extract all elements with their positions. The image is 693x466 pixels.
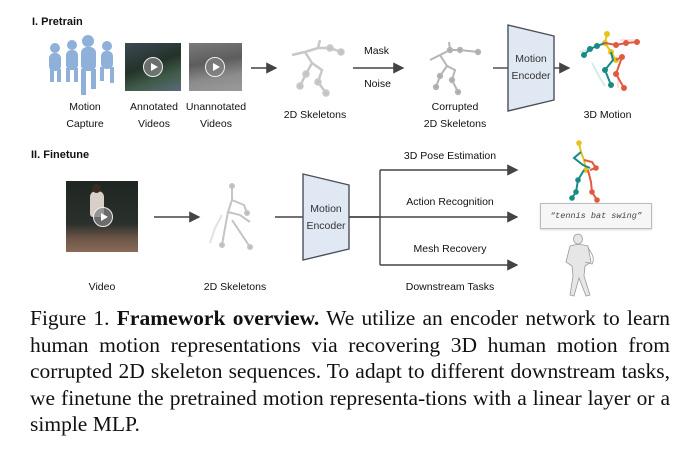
motion-encoder-pretrain-shape (507, 24, 555, 112)
label-line: Motion (515, 53, 547, 65)
downstream-tasks-label: Downstream Tasks (405, 281, 495, 293)
framework-diagram (49, 24, 640, 297)
label-line: Encoder (511, 70, 551, 82)
noise-label: Noise (364, 78, 391, 90)
tennis-video-thumbnail[interactable] (66, 181, 138, 252)
annotated-video-thumbnail[interactable] (125, 43, 181, 91)
unannotated-videos-label: Unannotated Videos (183, 99, 249, 133)
label-line: Videos (138, 118, 170, 130)
skeleton-2d-finetune (209, 183, 253, 250)
unannotated-video-thumbnail[interactable] (189, 43, 242, 91)
video-label: Video (88, 281, 116, 293)
motion-encoder-finetune-label: Motion Encoder (301, 201, 351, 235)
3d-motion-label: 3D Motion (583, 109, 632, 121)
finetune-title: II. Finetune (31, 149, 90, 161)
label-line: Unannotated (185, 101, 247, 113)
label-line: Videos (200, 118, 232, 130)
caption-body: We utilize an encoder network to learn h… (30, 306, 670, 436)
label-line: 2D Skeletons (423, 118, 487, 130)
label-line: Motion (310, 203, 342, 215)
motion-encoder-pretrain-label: Motion Encoder (506, 51, 556, 85)
skeletons-2d-pretrain-label: 2D Skeletons (283, 109, 347, 121)
task-action-label: Action Recognition (406, 196, 494, 208)
corrupted-skeletons-label: Corrupted 2D Skeletons (410, 99, 500, 133)
mocap-figure-4 (100, 41, 114, 83)
label-line: Corrupted (431, 101, 479, 113)
mesh-recovery-figure (565, 233, 594, 297)
task-mesh-label: Mesh Recovery (413, 243, 487, 255)
player-head (92, 184, 101, 193)
caption-prefix: Figure 1. (30, 306, 110, 330)
motion-encoder-finetune-shape (302, 173, 350, 261)
skeleton-3d-motion (579, 31, 640, 91)
action-output-box: “tennis bat swing” (540, 203, 652, 229)
label-line: Annotated (130, 101, 178, 113)
figure-caption: Figure 1. Framework overview. We utilize… (30, 305, 670, 438)
skeleton-3d-pose-output (569, 140, 600, 203)
caption-bold-title: Framework overview. (116, 306, 320, 330)
pretrain-title: I. Pretrain (32, 16, 83, 28)
mocap-figure-1 (49, 43, 61, 82)
play-icon[interactable] (143, 57, 163, 77)
mocap-figure-3 (81, 35, 96, 95)
mocap-figure-2 (66, 40, 78, 82)
annotated-videos-label: Annotated Videos (124, 99, 184, 133)
label-line: Motion (69, 101, 101, 113)
label-line: Capture (66, 118, 104, 130)
play-icon[interactable] (205, 57, 225, 77)
motion-capture-label: Motion Capture (55, 99, 115, 133)
skeleton-2d-pretrain (291, 39, 345, 97)
mask-label: Mask (363, 45, 390, 57)
play-icon[interactable] (93, 207, 113, 227)
label-line: Encoder (306, 220, 346, 232)
task-3d-pose-label: 3D Pose Estimation (403, 150, 497, 162)
skeleton-corrupted (429, 41, 482, 96)
skeletons-2d-finetune-label: 2D Skeletons (203, 281, 267, 293)
motion-capture-figures (49, 35, 114, 95)
